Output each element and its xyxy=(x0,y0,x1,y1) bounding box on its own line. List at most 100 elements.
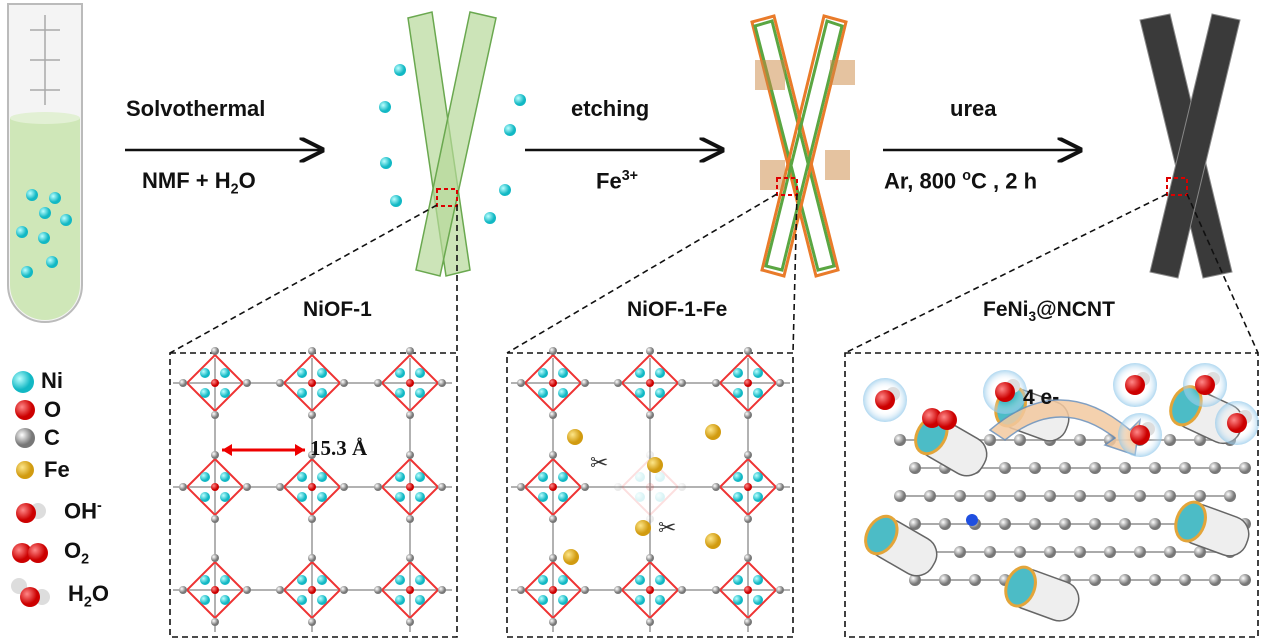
fe-ion xyxy=(635,520,651,536)
niof1-lattice-node xyxy=(374,451,446,523)
fe-ion xyxy=(563,549,579,565)
graphene-atom xyxy=(909,518,921,530)
graphene-atom xyxy=(1239,574,1251,586)
graphene-atom xyxy=(1164,490,1176,502)
legend-fe: Fe xyxy=(44,457,70,482)
niof1-structure-box xyxy=(169,352,458,638)
graphene-atom xyxy=(1119,574,1131,586)
graphene-atom xyxy=(1149,518,1161,530)
fe-ion xyxy=(705,533,721,549)
graphene-atom xyxy=(954,546,966,558)
graphene-atom xyxy=(984,546,996,558)
niof1fe-lattice-node xyxy=(614,347,686,419)
graphene-atom xyxy=(1089,462,1101,474)
graphene-atom xyxy=(1134,490,1146,502)
fenincnt-rods xyxy=(1139,13,1241,279)
graphene-atom xyxy=(1224,490,1236,502)
graphene-atom xyxy=(909,462,921,474)
hydroxide-ion xyxy=(1125,375,1145,395)
graphene-atom xyxy=(999,518,1011,530)
hydroxide-ion xyxy=(1195,375,1215,395)
step3-below-label: Ar, 800 oC , 2 h xyxy=(884,168,1038,194)
niof1fe-lattice-node xyxy=(712,347,784,419)
graphene-atom xyxy=(1014,490,1026,502)
test-tube xyxy=(7,3,83,323)
niof1-lattice-node xyxy=(276,347,348,419)
carbon-nanotube xyxy=(1004,565,1080,622)
niof1-lattice-node xyxy=(374,347,446,419)
graphene-atom xyxy=(1044,490,1056,502)
graphene-atom xyxy=(1074,434,1086,446)
graphene-atom xyxy=(1089,518,1101,530)
graphene-atom xyxy=(1119,518,1131,530)
niof1-lattice-node xyxy=(179,451,251,523)
graphene-atom xyxy=(1179,574,1191,586)
fenincnt-label: FeNi3@NCNT xyxy=(983,298,1115,325)
fe-ion xyxy=(647,457,663,473)
niof1fe-lattice-node xyxy=(712,554,784,626)
graphene-atom xyxy=(1194,490,1206,502)
graphene-atom xyxy=(1104,490,1116,502)
legend-o: O xyxy=(44,397,62,422)
graphene-atom xyxy=(939,574,951,586)
step1-below-label: NMF + H2O xyxy=(142,168,256,198)
graphene-atom xyxy=(1164,546,1176,558)
scissors-icon: ✂ xyxy=(658,515,676,540)
legend-c: C xyxy=(44,425,60,450)
graphene-atom xyxy=(984,434,996,446)
niof1fe-rods xyxy=(750,14,848,278)
electron-transfer-label: 4 e- xyxy=(1023,386,1060,409)
carbon-nanotube xyxy=(864,514,938,577)
graphene-atom xyxy=(1089,574,1101,586)
graphene-atom xyxy=(1134,546,1146,558)
step2-below-label: Fe3+ xyxy=(596,168,638,194)
niof1fe-lattice-node xyxy=(517,451,589,523)
niof1fe-lattice-node xyxy=(712,451,784,523)
graphene-atom xyxy=(1149,462,1161,474)
niof1fe-lattice-node xyxy=(517,347,589,419)
graphene-atom xyxy=(1119,462,1131,474)
graphene-atom xyxy=(1104,546,1116,558)
graphene-atom xyxy=(1209,462,1221,474)
fe-ion xyxy=(705,424,721,440)
legend-h2o: H2O xyxy=(68,581,109,611)
niof1-lattice-node xyxy=(179,347,251,419)
niof1fe-lattice-node xyxy=(614,554,686,626)
graphene-atom xyxy=(999,462,1011,474)
nitrogen-dopant xyxy=(966,514,978,526)
niof1-lattice-node xyxy=(374,554,446,626)
niof1-lattice-node xyxy=(276,451,348,523)
graphene-atom xyxy=(1044,546,1056,558)
graphene-atom xyxy=(1059,462,1071,474)
scissors-icon: ✂ xyxy=(590,450,608,475)
graphene-atom xyxy=(1239,462,1251,474)
zoom-guides xyxy=(169,193,1259,354)
hydroxide-ion xyxy=(1130,425,1150,445)
niof1fe-lattice-node xyxy=(517,554,589,626)
step1-above-label: Solvothermal xyxy=(126,96,266,121)
graphene-atom xyxy=(894,434,906,446)
niof1-rods xyxy=(407,11,497,277)
niof1fe-label: NiOF-1-Fe xyxy=(627,298,728,321)
graphene-atom xyxy=(1074,546,1086,558)
graphene-atom xyxy=(924,490,936,502)
niof1-lattice-node xyxy=(276,554,348,626)
pore-size-label: 15.3 Å xyxy=(310,436,368,460)
graphene-atom xyxy=(1209,574,1221,586)
graphene-atom xyxy=(1074,490,1086,502)
graphene-atom xyxy=(939,518,951,530)
graphene-atom xyxy=(1029,462,1041,474)
legend-o2: O2 xyxy=(64,538,90,568)
oxygen-molecule xyxy=(922,408,942,428)
graphene-atom xyxy=(969,574,981,586)
legend-oh: OH- xyxy=(64,498,102,524)
step3-above-label: urea xyxy=(950,96,997,121)
legend-spheres xyxy=(11,371,50,607)
niof1fe-lattice-node xyxy=(614,451,686,523)
hydroxide-ion xyxy=(1227,413,1247,433)
fe-ion xyxy=(567,429,583,445)
hydroxide-ion xyxy=(995,382,1015,402)
graphene-atom xyxy=(1059,518,1071,530)
graphene-atom xyxy=(1194,434,1206,446)
